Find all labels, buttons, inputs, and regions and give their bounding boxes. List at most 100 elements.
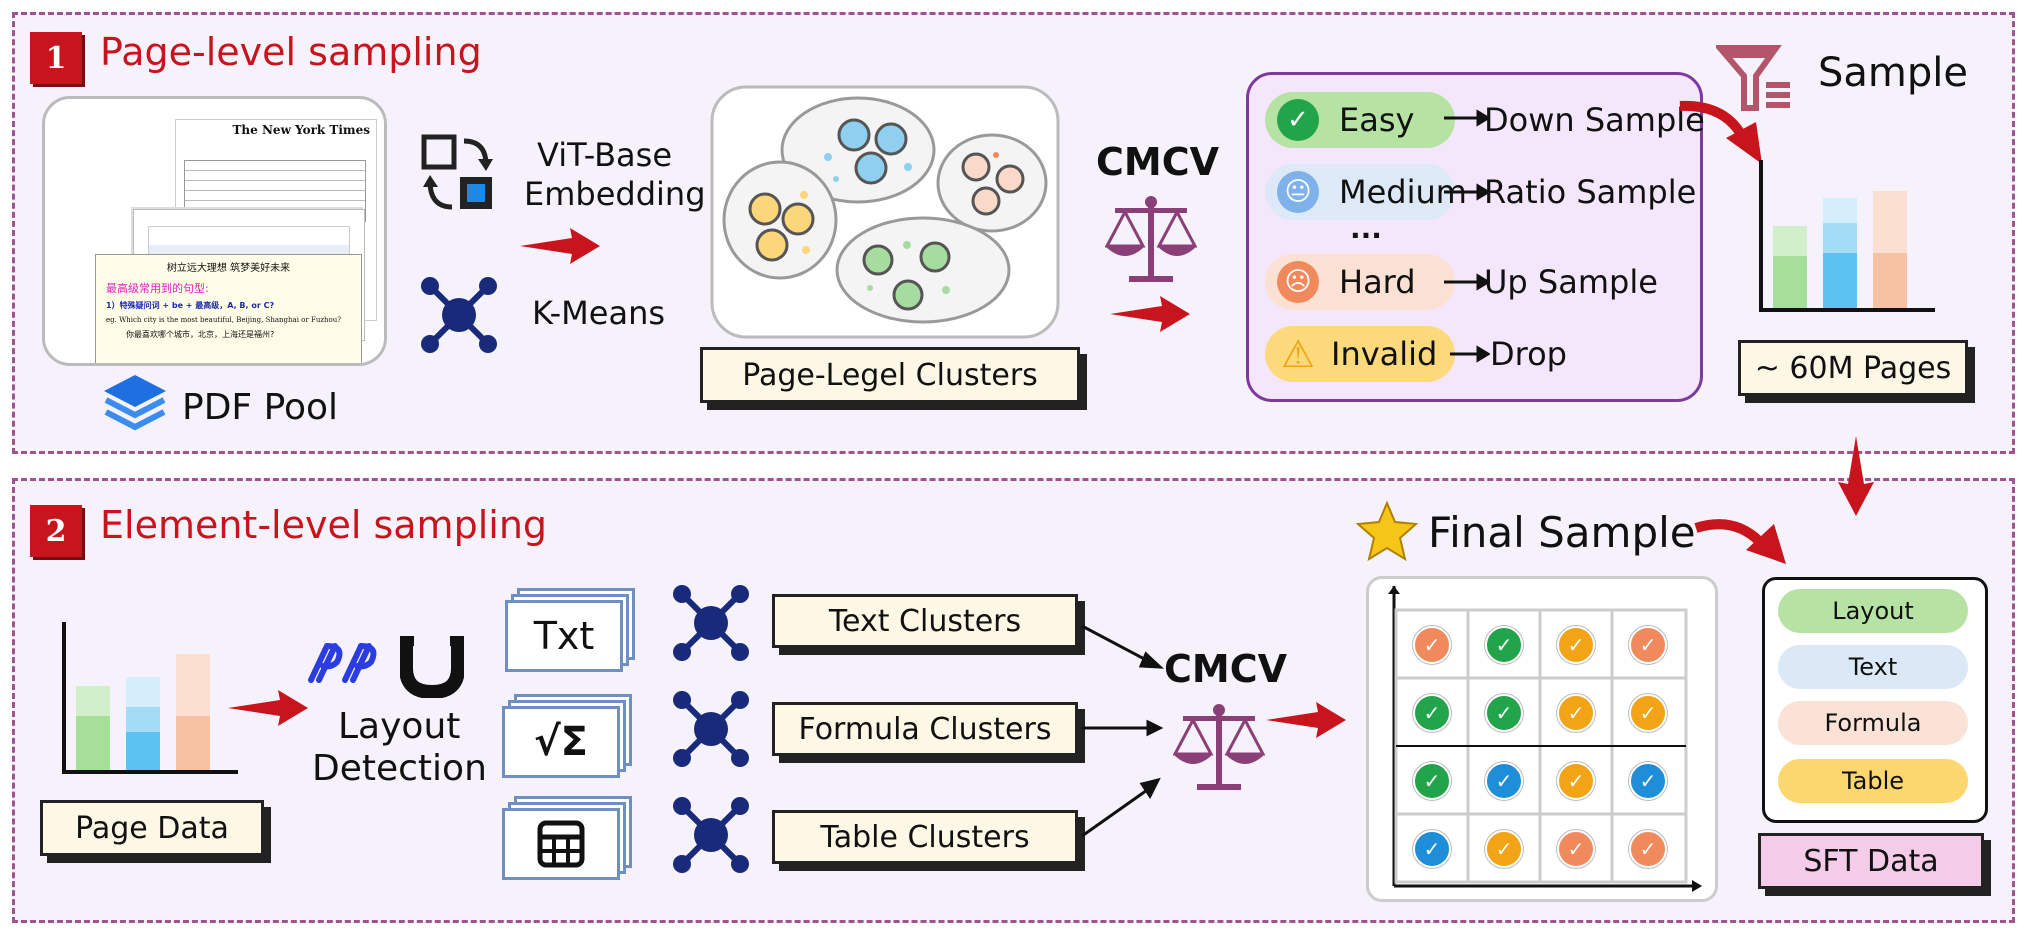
- section-2-title: Element-level sampling: [100, 503, 548, 547]
- doc-line-2: 1）特殊疑问词 + be + 最高级，A, B, or C?: [106, 301, 275, 310]
- bar-segment-2-0: [1873, 253, 1907, 308]
- check-icon: ✓: [1629, 762, 1667, 800]
- invalid-action: Drop: [1490, 335, 1567, 373]
- arrow-right-red-3: [228, 690, 308, 726]
- check-icon: ✓: [1629, 626, 1667, 664]
- sft-item-formula: Formula: [1778, 701, 1968, 745]
- layout-label: Layout: [338, 706, 461, 747]
- ellipsis: ...: [1350, 212, 1382, 245]
- check-icon: ✓: [1485, 626, 1523, 664]
- table-clusters-tag: Table Clusters: [772, 810, 1078, 864]
- bar-segment-0-0: [76, 716, 110, 770]
- section-2-number: 2: [30, 505, 82, 557]
- check-icon: ✓: [1277, 99, 1319, 141]
- bar-segment-1-1: [1823, 223, 1857, 253]
- pdf-pool-label: PDF Pool: [182, 387, 339, 428]
- scale-icon-1: [1105, 196, 1197, 282]
- paddle-logo-icon: [308, 643, 377, 683]
- bar-segment-1-2: [126, 677, 160, 707]
- easy-label: Easy: [1339, 101, 1415, 139]
- table-icon-box: [502, 808, 620, 880]
- kmeans-label: K-Means: [532, 294, 666, 332]
- filter-icon: [1716, 45, 1790, 111]
- sample-pages-tag: ~ 60M Pages: [1738, 340, 1968, 396]
- bar-segment-2-1: [176, 654, 210, 716]
- arrow-right-red-4: [1266, 702, 1346, 738]
- cmcv-label-2: CMCV: [1164, 647, 1287, 691]
- section-1-number: 1: [30, 32, 82, 84]
- sad-face-icon: ☹: [1277, 261, 1319, 303]
- small-arrows: [1444, 109, 1490, 363]
- page-clusters-diagram: [710, 85, 1060, 339]
- sample-bar-chart: [1759, 160, 1935, 312]
- formula-clusters-tag: Formula Clusters: [772, 702, 1078, 756]
- pdf-pool-frame: The New York Times 树立远大理想 筑梦美好未来 最高级常用到的…: [42, 96, 387, 366]
- star-icon: [1355, 500, 1419, 562]
- hard-label: Hard: [1339, 263, 1416, 301]
- embedding-label: Embedding: [524, 175, 706, 213]
- check-icon: ✓: [1413, 830, 1451, 868]
- table-grid-icon: [537, 820, 585, 868]
- arrow-down-red: [1838, 436, 1874, 516]
- arrow-right-red-2: [1110, 296, 1190, 332]
- bar-segment-1-0: [126, 732, 160, 770]
- check-icon: ✓: [1485, 762, 1523, 800]
- check-icon: ✓: [1557, 762, 1595, 800]
- easy-pill: ✓ Easy: [1265, 92, 1455, 148]
- neutral-face-icon: 😐: [1277, 171, 1319, 213]
- page-clusters-tag: Page-Legel Clusters: [700, 347, 1080, 403]
- section-1-title: Page-level sampling: [100, 30, 482, 74]
- hard-pill: ☹ Hard: [1265, 254, 1455, 310]
- txt-stack: Txt: [505, 588, 635, 672]
- check-icon: ✓: [1557, 694, 1595, 732]
- check-icon: ✓: [1557, 830, 1595, 868]
- warning-icon: ⚠: [1280, 332, 1316, 376]
- kmeans-icon-text: [673, 585, 749, 661]
- bar-segment-0-1: [76, 686, 110, 716]
- doc-line-4: 你最喜欢哪个城市，北京，上海还是福州?: [126, 330, 275, 339]
- bar-segment-1-2: [1823, 198, 1857, 223]
- layers-icon: [104, 375, 166, 431]
- hard-action: Up Sample: [1484, 263, 1658, 301]
- check-icon: ✓: [1413, 694, 1451, 732]
- invalid-label: Invalid: [1331, 335, 1438, 373]
- converging-arrows: [1081, 624, 1165, 838]
- doc-line-3: eg. Which city is the most beautiful, Be…: [106, 316, 342, 324]
- bar-segment-1-0: [1823, 253, 1857, 308]
- sft-item-layout: Layout: [1778, 589, 1968, 633]
- kmeans-icon-table: [673, 797, 749, 873]
- check-icon: ✓: [1629, 694, 1667, 732]
- txt-icon: Txt: [505, 600, 623, 672]
- doc-heading: 树立远大理想 筑梦美好未来: [166, 263, 291, 274]
- bar-segment-1-1: [126, 707, 160, 732]
- vit-base-label: ViT-Base: [537, 136, 673, 174]
- check-icon: ✓: [1557, 626, 1595, 664]
- magnet-icon: [400, 636, 464, 698]
- table-stack: [502, 796, 632, 880]
- detection-label: Detection: [312, 748, 487, 789]
- swap-icon: [421, 134, 493, 210]
- doc-header: The New York Times: [232, 123, 371, 137]
- check-icon: ✓: [1413, 762, 1451, 800]
- curved-arrow-2: [1694, 519, 1786, 564]
- bar-segment-0-0: [1773, 256, 1807, 308]
- check-icon: ✓: [1485, 830, 1523, 868]
- kmeans-icon-formula: [673, 691, 749, 767]
- check-icon: ✓: [1629, 830, 1667, 868]
- cmcv-label-1: CMCV: [1096, 140, 1219, 184]
- medium-pill: 😐Medium: [1265, 164, 1467, 220]
- sft-data-tag: SFT Data: [1758, 833, 1984, 889]
- kmeans-network-icon: [421, 277, 497, 353]
- bar-segment-2-0: [176, 716, 210, 770]
- sft-item-text: Text: [1778, 645, 1968, 689]
- formula-stack: √Σ: [502, 694, 632, 778]
- bar-segment-0-1: [1773, 226, 1807, 256]
- page-data-tag: Page Data: [40, 800, 264, 856]
- check-icon: ✓: [1413, 626, 1451, 664]
- sft-item-table: Table: [1778, 759, 1968, 803]
- page-data-bar-chart: [62, 622, 238, 774]
- doc-line-1: 最高级常用到的句型:: [106, 282, 209, 295]
- text-clusters-tag: Text Clusters: [772, 594, 1078, 648]
- medium-action: Ratio Sample: [1484, 173, 1697, 211]
- invalid-pill: ⚠ Invalid: [1265, 326, 1455, 382]
